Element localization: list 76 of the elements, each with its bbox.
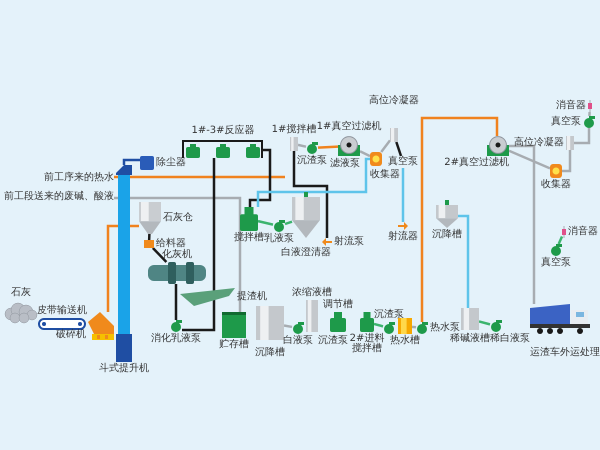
pipe-line bbox=[402, 168, 404, 222]
pipe-line bbox=[284, 220, 292, 226]
equipment-label: 白液澄清器 bbox=[281, 248, 331, 258]
pipe-line bbox=[114, 176, 285, 178]
pipe-line bbox=[284, 324, 292, 328]
equipment-label: 皮带输送机 bbox=[37, 306, 87, 316]
pipe-line bbox=[114, 196, 242, 312]
equipment-label: 沉渣泵 bbox=[374, 310, 404, 320]
equipment-label: 除尘器 bbox=[156, 158, 186, 168]
pipe-line bbox=[562, 150, 572, 172]
equipment-label: 石灰仓 bbox=[163, 213, 193, 223]
inlet-label: 前工段送来的废碱、酸液 bbox=[4, 191, 114, 203]
equipment-label: 1#搅拌槽 bbox=[272, 125, 316, 135]
equipment-label: 乳液泵 bbox=[264, 234, 294, 244]
equipment-label: 真空泵 bbox=[541, 258, 571, 268]
equipment-label: 提渣机 bbox=[237, 292, 267, 302]
equipment-label: 热水泵 bbox=[430, 323, 460, 333]
pipe-line bbox=[182, 158, 216, 332]
pipe-line bbox=[256, 158, 370, 207]
equipment-label: 收集器 bbox=[541, 180, 571, 190]
equipment-label: 射流泵 bbox=[334, 237, 364, 247]
equipment-label: 浓缩液槽 bbox=[292, 288, 332, 298]
inlet-label: 真空泵 bbox=[388, 156, 418, 168]
equipment-label: 高位冷凝器 bbox=[369, 96, 419, 106]
equipment-label: 沉渣泵 bbox=[318, 336, 348, 346]
equipment-label: 给料器 bbox=[156, 239, 186, 249]
equipment-label: 2#真空过滤机 bbox=[444, 158, 509, 168]
pipe-line bbox=[478, 320, 490, 326]
equipment-label: 沉渣泵 bbox=[297, 156, 327, 166]
equipment-label: 高位冷凝器 bbox=[514, 138, 564, 148]
equipment-label: 石灰 bbox=[11, 288, 31, 298]
pipe-line bbox=[148, 234, 151, 240]
pipe-line bbox=[122, 158, 140, 165]
equipment-label: 热水槽 bbox=[390, 336, 420, 346]
equipment-label: 化灰机 bbox=[162, 250, 192, 260]
equipment-label: 破碎机 bbox=[56, 330, 86, 340]
pipe-line bbox=[174, 284, 178, 320]
pipe-line bbox=[152, 247, 168, 263]
equipment-label: 真空泵 bbox=[551, 117, 581, 127]
equipment-label: 2#进料搅拌槽 bbox=[349, 334, 385, 354]
equipment-label: 稀碱液槽 bbox=[450, 334, 490, 344]
pipe-line bbox=[588, 112, 591, 116]
pipe-line bbox=[458, 214, 470, 308]
equipment-label: 调节槽 bbox=[323, 300, 353, 310]
equipment-label: 消音器 bbox=[556, 101, 586, 111]
pipe-line bbox=[298, 144, 306, 148]
pipe-line bbox=[412, 326, 416, 329]
pipe-line bbox=[574, 128, 590, 144]
pipe-line bbox=[395, 142, 402, 156]
equipment-label: 贮存槽 bbox=[219, 340, 249, 350]
equipment-label: 1#真空过滤机 bbox=[316, 122, 382, 132]
inlet-label: 前工序来的热水 bbox=[44, 172, 114, 184]
equipment-label: 运渣车外运处理 bbox=[530, 348, 600, 358]
pipe-line bbox=[509, 144, 536, 304]
equipment-label: 1#-3#反应器 bbox=[191, 126, 255, 136]
equipment-label: 收集器 bbox=[370, 170, 400, 180]
pipe-line bbox=[380, 140, 391, 153]
equipment-label: 稀白液泵 bbox=[490, 334, 530, 344]
pipe-line bbox=[318, 145, 338, 149]
pipe-line bbox=[248, 148, 272, 207]
pipe-line bbox=[420, 116, 498, 322]
equipment-label: 滤液泵 bbox=[330, 159, 360, 169]
pipe-line bbox=[508, 150, 550, 170]
pipe-line bbox=[359, 150, 371, 158]
equipment-label: 消音器 bbox=[568, 227, 598, 237]
equipment-label: 白液泵 bbox=[283, 336, 313, 346]
equipment-label: 斗式提升机 bbox=[99, 364, 149, 374]
equipment-label: 搅拌槽 bbox=[234, 233, 264, 243]
pipe-line bbox=[258, 220, 274, 226]
equipment-label: 射流器 bbox=[388, 232, 418, 242]
pipe-line bbox=[106, 224, 139, 312]
equipment-label: 沉降槽 bbox=[432, 230, 462, 240]
equipment-label: 沉降槽 bbox=[255, 348, 285, 358]
pipe-line bbox=[374, 322, 384, 328]
pipe-line bbox=[558, 236, 564, 244]
equipment-label: 消化乳液泵 bbox=[151, 334, 201, 344]
